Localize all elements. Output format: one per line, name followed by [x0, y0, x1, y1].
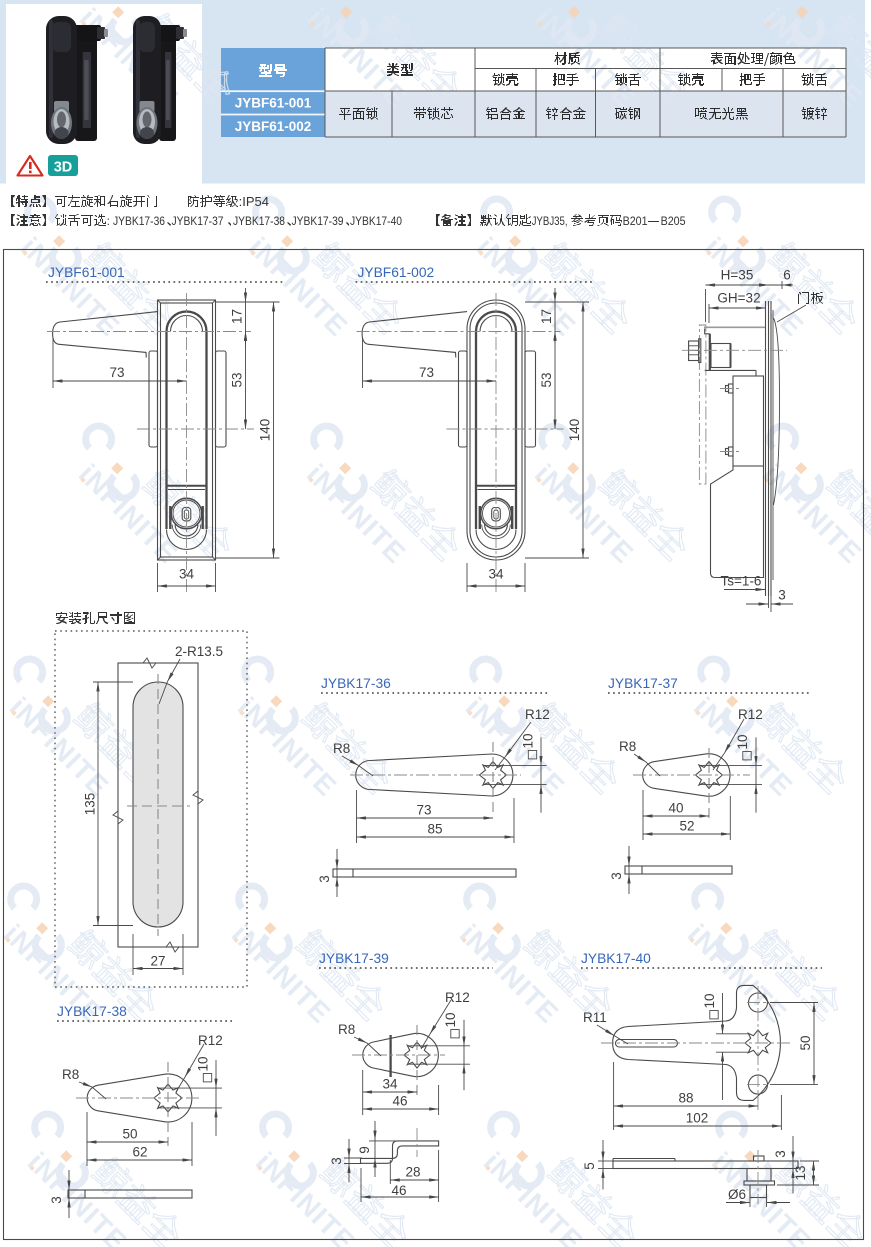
- svg-text:73: 73: [419, 365, 434, 380]
- svg-text:140: 140: [258, 419, 273, 442]
- svg-text:GH=32: GH=32: [717, 291, 760, 306]
- svg-text:JYBK17-39: JYBK17-39: [292, 214, 344, 228]
- svg-text:R12: R12: [738, 707, 763, 722]
- svg-text:102: 102: [686, 1111, 709, 1126]
- svg-text:17: 17: [539, 309, 554, 324]
- svg-text:3: 3: [609, 872, 624, 880]
- svg-text:JYBF61-002: JYBF61-002: [235, 119, 312, 134]
- svg-text:3: 3: [49, 1196, 64, 1204]
- svg-text:73: 73: [109, 365, 124, 380]
- svg-text:34: 34: [179, 567, 195, 582]
- svg-text:10: 10: [521, 733, 536, 748]
- svg-text:JYBF61-001: JYBF61-001: [48, 265, 125, 280]
- svg-text:JYBK17-37: JYBK17-37: [608, 676, 678, 691]
- svg-text:R8: R8: [62, 1067, 79, 1082]
- svg-text:R12: R12: [445, 990, 470, 1005]
- svg-text:JYBK17-39: JYBK17-39: [319, 951, 389, 966]
- svg-text:53: 53: [230, 372, 245, 387]
- svg-text:34: 34: [382, 1077, 398, 1092]
- svg-text::IP54: :IP54: [239, 194, 269, 209]
- svg-text:46: 46: [391, 1183, 406, 1198]
- svg-text:JYBJ35,: JYBJ35,: [532, 214, 568, 228]
- svg-text:53: 53: [539, 372, 554, 387]
- svg-text:17: 17: [230, 309, 245, 324]
- svg-text:R8: R8: [619, 739, 636, 754]
- svg-text:JYBK17-40: JYBK17-40: [581, 951, 651, 966]
- svg-text:40: 40: [668, 801, 683, 816]
- svg-text:B205: B205: [661, 214, 686, 228]
- svg-text:Ts=1-6: Ts=1-6: [721, 574, 762, 589]
- svg-text:85: 85: [427, 822, 442, 837]
- svg-text:135: 135: [83, 793, 98, 816]
- svg-text:JYBK17-36: JYBK17-36: [321, 676, 391, 691]
- svg-text:3D: 3D: [54, 160, 73, 176]
- svg-text:R8: R8: [338, 1022, 355, 1037]
- svg-text:JYBK17-40: JYBK17-40: [350, 214, 402, 228]
- svg-text:R12: R12: [198, 1033, 223, 1048]
- svg-text:10: 10: [196, 1056, 211, 1071]
- svg-text:34: 34: [488, 567, 504, 582]
- svg-text:JYBK17-38: JYBK17-38: [57, 1004, 127, 1019]
- svg-text:JYBK17-36: JYBK17-36: [113, 214, 165, 228]
- svg-text:140: 140: [567, 419, 582, 442]
- svg-text:27: 27: [150, 954, 165, 969]
- svg-text::: :: [107, 214, 110, 228]
- svg-text:5: 5: [582, 1162, 597, 1170]
- svg-text:52: 52: [679, 819, 694, 834]
- svg-text:2-R13.5: 2-R13.5: [175, 644, 223, 659]
- svg-text:50: 50: [798, 1035, 813, 1050]
- svg-text:9: 9: [357, 1146, 372, 1154]
- svg-text:28: 28: [405, 1165, 420, 1180]
- svg-text:JYBF61-001: JYBF61-001: [235, 96, 312, 111]
- svg-text:10: 10: [702, 993, 717, 1008]
- svg-text:R8: R8: [333, 741, 350, 756]
- svg-text:13: 13: [793, 1165, 808, 1180]
- svg-text:10: 10: [735, 734, 750, 749]
- svg-text:88: 88: [678, 1091, 693, 1106]
- svg-text:B201: B201: [623, 214, 648, 228]
- svg-text:6: 6: [783, 268, 791, 283]
- svg-text:3: 3: [329, 1157, 344, 1165]
- svg-text:JYBF61-002: JYBF61-002: [358, 265, 435, 280]
- svg-text:JYBK17-38: JYBK17-38: [233, 214, 285, 228]
- svg-text:R11: R11: [583, 1010, 607, 1025]
- svg-text:JYBK17-37: JYBK17-37: [172, 214, 224, 228]
- svg-text:62: 62: [132, 1145, 147, 1160]
- svg-text:R12: R12: [525, 707, 550, 722]
- svg-text:50: 50: [122, 1127, 137, 1142]
- svg-text:Ø6: Ø6: [728, 1187, 746, 1202]
- svg-text:H=35: H=35: [721, 268, 754, 283]
- svg-text:3: 3: [317, 875, 332, 883]
- svg-text:46: 46: [392, 1094, 407, 1109]
- svg-text:3: 3: [778, 588, 786, 603]
- svg-text:3: 3: [773, 1150, 788, 1158]
- svg-text:73: 73: [416, 803, 431, 818]
- svg-text:10: 10: [443, 1012, 458, 1027]
